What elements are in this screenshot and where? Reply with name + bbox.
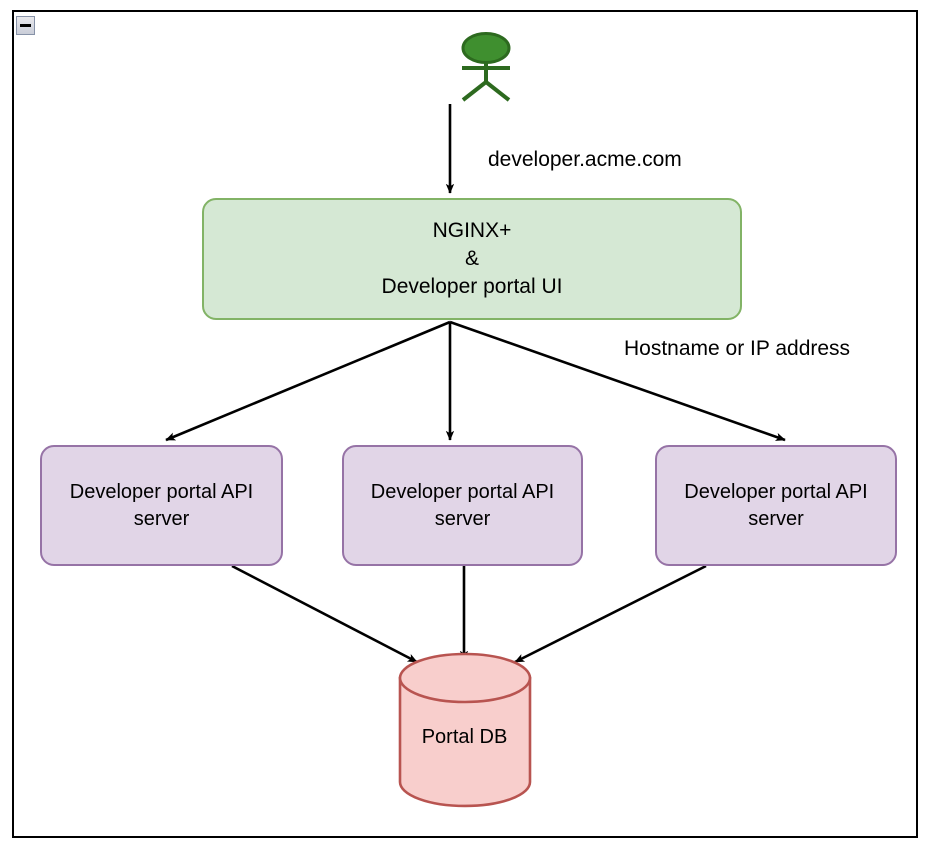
api-server-3-line-1: Developer portal API [684, 481, 868, 504]
node-developer-portal-api-server-2[interactable]: Developer portal API server [342, 445, 583, 566]
collapse-button[interactable] [16, 16, 35, 35]
node-developer-portal-api-server-3[interactable]: Developer portal API server [655, 445, 897, 566]
gateway-line-1: NGINX+ [432, 219, 512, 243]
edge-label-hostname: Hostname or IP address [624, 337, 851, 360]
gateway-line-2: & [464, 247, 479, 271]
node-nginx-developer-portal-ui[interactable]: NGINX+ & Developer portal UI [202, 198, 742, 320]
node-portal-db[interactable]: Portal DB [398, 653, 531, 806]
api-server-2-line-1: Developer portal API [370, 481, 555, 504]
minimize-icon [20, 24, 31, 27]
gateway-node-text: NGINX+ & Developer portal UI [382, 217, 563, 300]
api-server-1-line-2: server [133, 507, 190, 530]
api-server-2-line-2: server [434, 507, 491, 530]
gateway-line-3: Developer portal UI [381, 274, 563, 298]
api-server-1-line-1: Developer portal API [69, 481, 254, 504]
api-server-2-text: Developer portal API server [371, 479, 554, 532]
node-developer-portal-api-server-1[interactable]: Developer portal API server [40, 445, 283, 566]
edge-label-domain: developer.acme.com [488, 148, 682, 171]
api-server-3-line-2: server [748, 507, 804, 530]
database-label: Portal DB [421, 726, 508, 748]
api-server-3-text: Developer portal API server [684, 479, 867, 532]
api-server-1-text: Developer portal API server [70, 479, 253, 532]
